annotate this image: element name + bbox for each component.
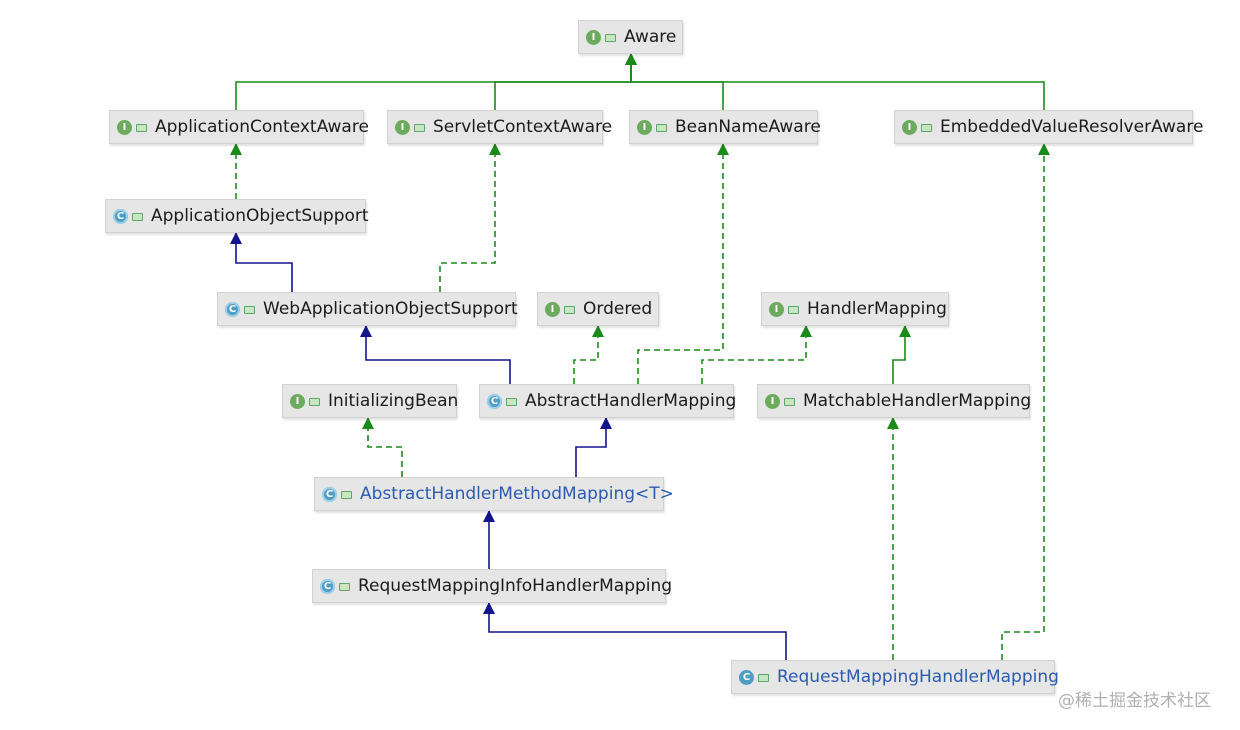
abstract-class-icon: C [225,301,240,317]
node-request-mapping-info-handler-mapping[interactable]: C RequestMappingInfoHandlerMapping [312,569,672,603]
public-visibility-icon [341,489,353,499]
node-label: ApplicationContextAware [155,117,369,137]
public-visibility-icon [758,672,770,682]
node-application-object-support[interactable]: C ApplicationObjectSupport [105,199,369,233]
interface-icon: I [290,393,305,409]
node-label: MatchableHandlerMapping [803,391,1032,411]
interface-icon: I [902,119,917,135]
edge-request-mapping-handler-mapping-to-embedded-value-resolver-aware [1001,143,1050,660]
node-handler-mapping[interactable]: I HandlerMapping [761,292,949,326]
interface-icon: I [769,301,784,317]
edge-servlet-context-aware-to-aware [494,53,637,110]
abstract-class-icon: C [322,486,337,502]
node-ordered[interactable]: I Ordered [537,292,659,326]
public-visibility-icon [309,396,321,406]
node-initializing-bean[interactable]: I InitializingBean [282,384,459,418]
interface-icon: I [117,119,132,135]
public-visibility-icon [339,581,351,591]
edge-embedded-value-resolver-aware-to-aware [625,53,1045,110]
interface-icon: I [586,29,601,45]
abstract-class-icon: C [320,578,335,594]
public-visibility-icon [244,304,256,314]
node-bean-name-aware[interactable]: I BeanNameAware [629,110,821,144]
node-label: WebApplicationObjectSupport [263,299,518,319]
public-visibility-icon [921,122,933,132]
public-visibility-icon [414,122,426,132]
node-label: EmbeddedValueResolverAware [940,117,1204,137]
edge-abstract-handler-mapping-to-ordered [573,325,604,384]
public-visibility-icon [506,396,518,406]
node-label: RequestMappingInfoHandlerMapping [358,576,673,596]
node-label: BeanNameAware [675,117,821,137]
node-servlet-context-aware[interactable]: I ServletContextAware [387,110,612,144]
node-web-application-object-support[interactable]: C WebApplicationObjectSupport [217,292,518,326]
node-application-context-aware[interactable]: I ApplicationContextAware [109,110,369,144]
public-visibility-icon [564,304,576,314]
edge-abstract-handler-mapping-to-handler-mapping [701,325,812,384]
interface-icon: I [637,119,652,135]
interface-icon: I [765,393,780,409]
edge-matchable-handler-mapping-to-handler-mapping [892,325,911,384]
node-embedded-value-resolver-aware[interactable]: I EmbeddedValueResolverAware [894,110,1203,144]
public-visibility-icon [656,122,668,132]
edge-abstract-handler-mapping-to-web-application-object-support [360,325,511,384]
node-label: InitializingBean [328,391,459,411]
node-label: ServletContextAware [433,117,613,137]
node-aware[interactable]: I Aware [578,20,683,54]
public-visibility-icon [132,211,144,221]
edge-request-mapping-handler-mapping-to-request-mapping-info-handler-mapping [483,602,787,660]
abstract-class-icon: C [487,393,502,409]
interface-icon: I [545,301,560,317]
node-abstract-handler-mapping[interactable]: C AbstractHandlerMapping [479,384,737,418]
edge-abstract-handler-method-mapping-to-initializing-bean [362,417,403,477]
public-visibility-icon [136,122,148,132]
edge-abstract-handler-mapping-to-bean-name-aware [637,143,729,384]
node-label: HandlerMapping [807,299,947,319]
public-visibility-icon [605,32,617,42]
node-request-mapping-handler-mapping[interactable]: C RequestMappingHandlerMapping [731,660,1059,694]
node-label: Aware [624,27,677,47]
interface-icon: I [395,119,410,135]
edge-web-application-object-support-to-servlet-context-aware [439,143,501,292]
edge-web-application-object-support-to-application-object-support [230,232,293,292]
node-abstract-handler-method-mapping[interactable]: C AbstractHandlerMethodMapping<T> [314,477,674,511]
class-icon: C [739,669,754,685]
node-label: AbstractHandlerMethodMapping<T> [360,484,674,504]
node-label: RequestMappingHandlerMapping [777,667,1059,687]
public-visibility-icon [788,304,800,314]
node-matchable-handler-mapping[interactable]: I MatchableHandlerMapping [757,384,1032,418]
abstract-class-icon: C [113,208,128,224]
node-label: AbstractHandlerMapping [525,391,737,411]
node-label: ApplicationObjectSupport [151,206,369,226]
edge-abstract-handler-method-mapping-to-abstract-handler-mapping [575,417,612,477]
watermark-text: @稀土掘金技术社区 [1058,691,1211,711]
public-visibility-icon [784,396,796,406]
node-label: Ordered [583,299,653,319]
